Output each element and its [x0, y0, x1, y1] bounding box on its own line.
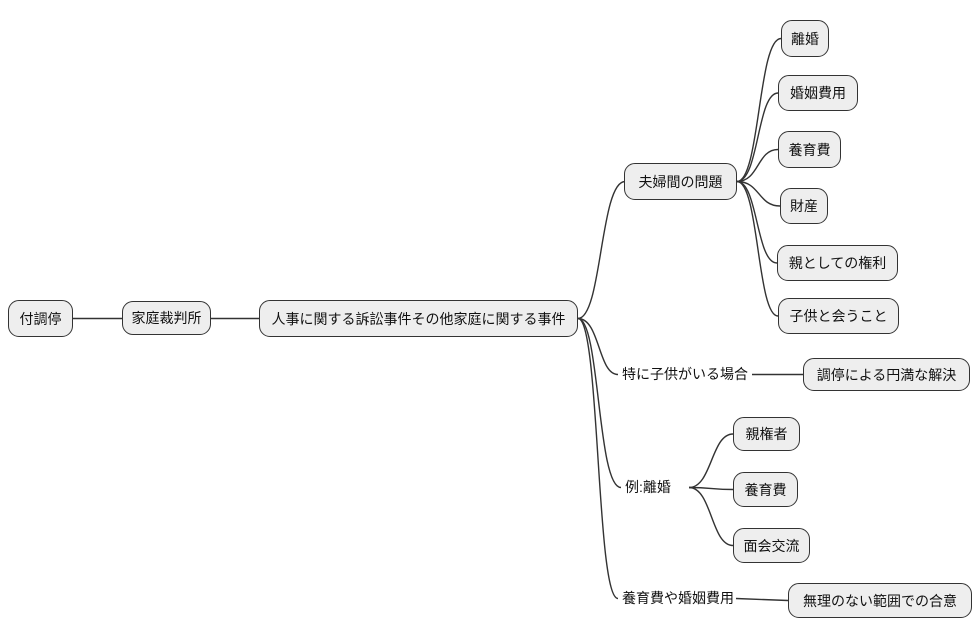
link-jinji-rei	[577, 317, 622, 489]
node-yoikuhi-rei: 養育費	[733, 472, 798, 507]
node-shinkensha: 親権者	[733, 417, 800, 451]
node-katei-saibansho: 家庭裁判所	[122, 301, 211, 335]
link-fufukan-oya	[736, 180, 778, 264]
node-rikon: 離婚	[781, 20, 829, 57]
link-rei-shinkensha	[688, 433, 734, 489]
link-jinji-yoikonin	[577, 317, 619, 600]
node-yoikuhi: 養育費	[778, 131, 841, 168]
node-zaisan: 財産	[780, 188, 828, 224]
link-fufukan-rikon	[736, 37, 782, 183]
link-fufukan-yoikuhi	[736, 148, 779, 183]
node-fufukan-mondai: 夫婦間の問題	[624, 163, 737, 200]
link-yoikonin-muri	[735, 597, 789, 602]
node-chotei-kaiketsu: 調停による円満な解決	[803, 358, 970, 391]
node-tokuni-kodomo: 特に子供がいる場合	[622, 366, 748, 382]
node-menkai-koryu: 面会交流	[733, 528, 810, 563]
node-rei-rikon: 例:離婚	[625, 479, 671, 495]
link-fufukan-zaisan	[736, 180, 781, 207]
link-rei-menkai	[688, 486, 734, 547]
node-kodomo-au: 子供と会うこと	[778, 298, 899, 334]
node-konin-hiyo: 婚姻費用	[778, 75, 858, 111]
link-fufukan-konin	[736, 92, 779, 183]
node-fuchotei: 付調停	[8, 300, 73, 337]
node-oya-kenri: 親としての権利	[777, 245, 898, 281]
node-yoikuhi-konin: 養育費や婚姻費用	[622, 590, 734, 606]
link-jinji-fufukan	[577, 180, 626, 320]
node-muri-goi: 無理のない範囲での合意	[788, 583, 972, 618]
link-fufukan-kodomo	[736, 180, 779, 317]
link-jinji-tokuni	[577, 317, 619, 376]
node-jinji-jiken: 人事に関する訴訟事件その他家庭に関する事件	[259, 300, 578, 337]
link-rei-yoikuhi	[688, 486, 734, 491]
